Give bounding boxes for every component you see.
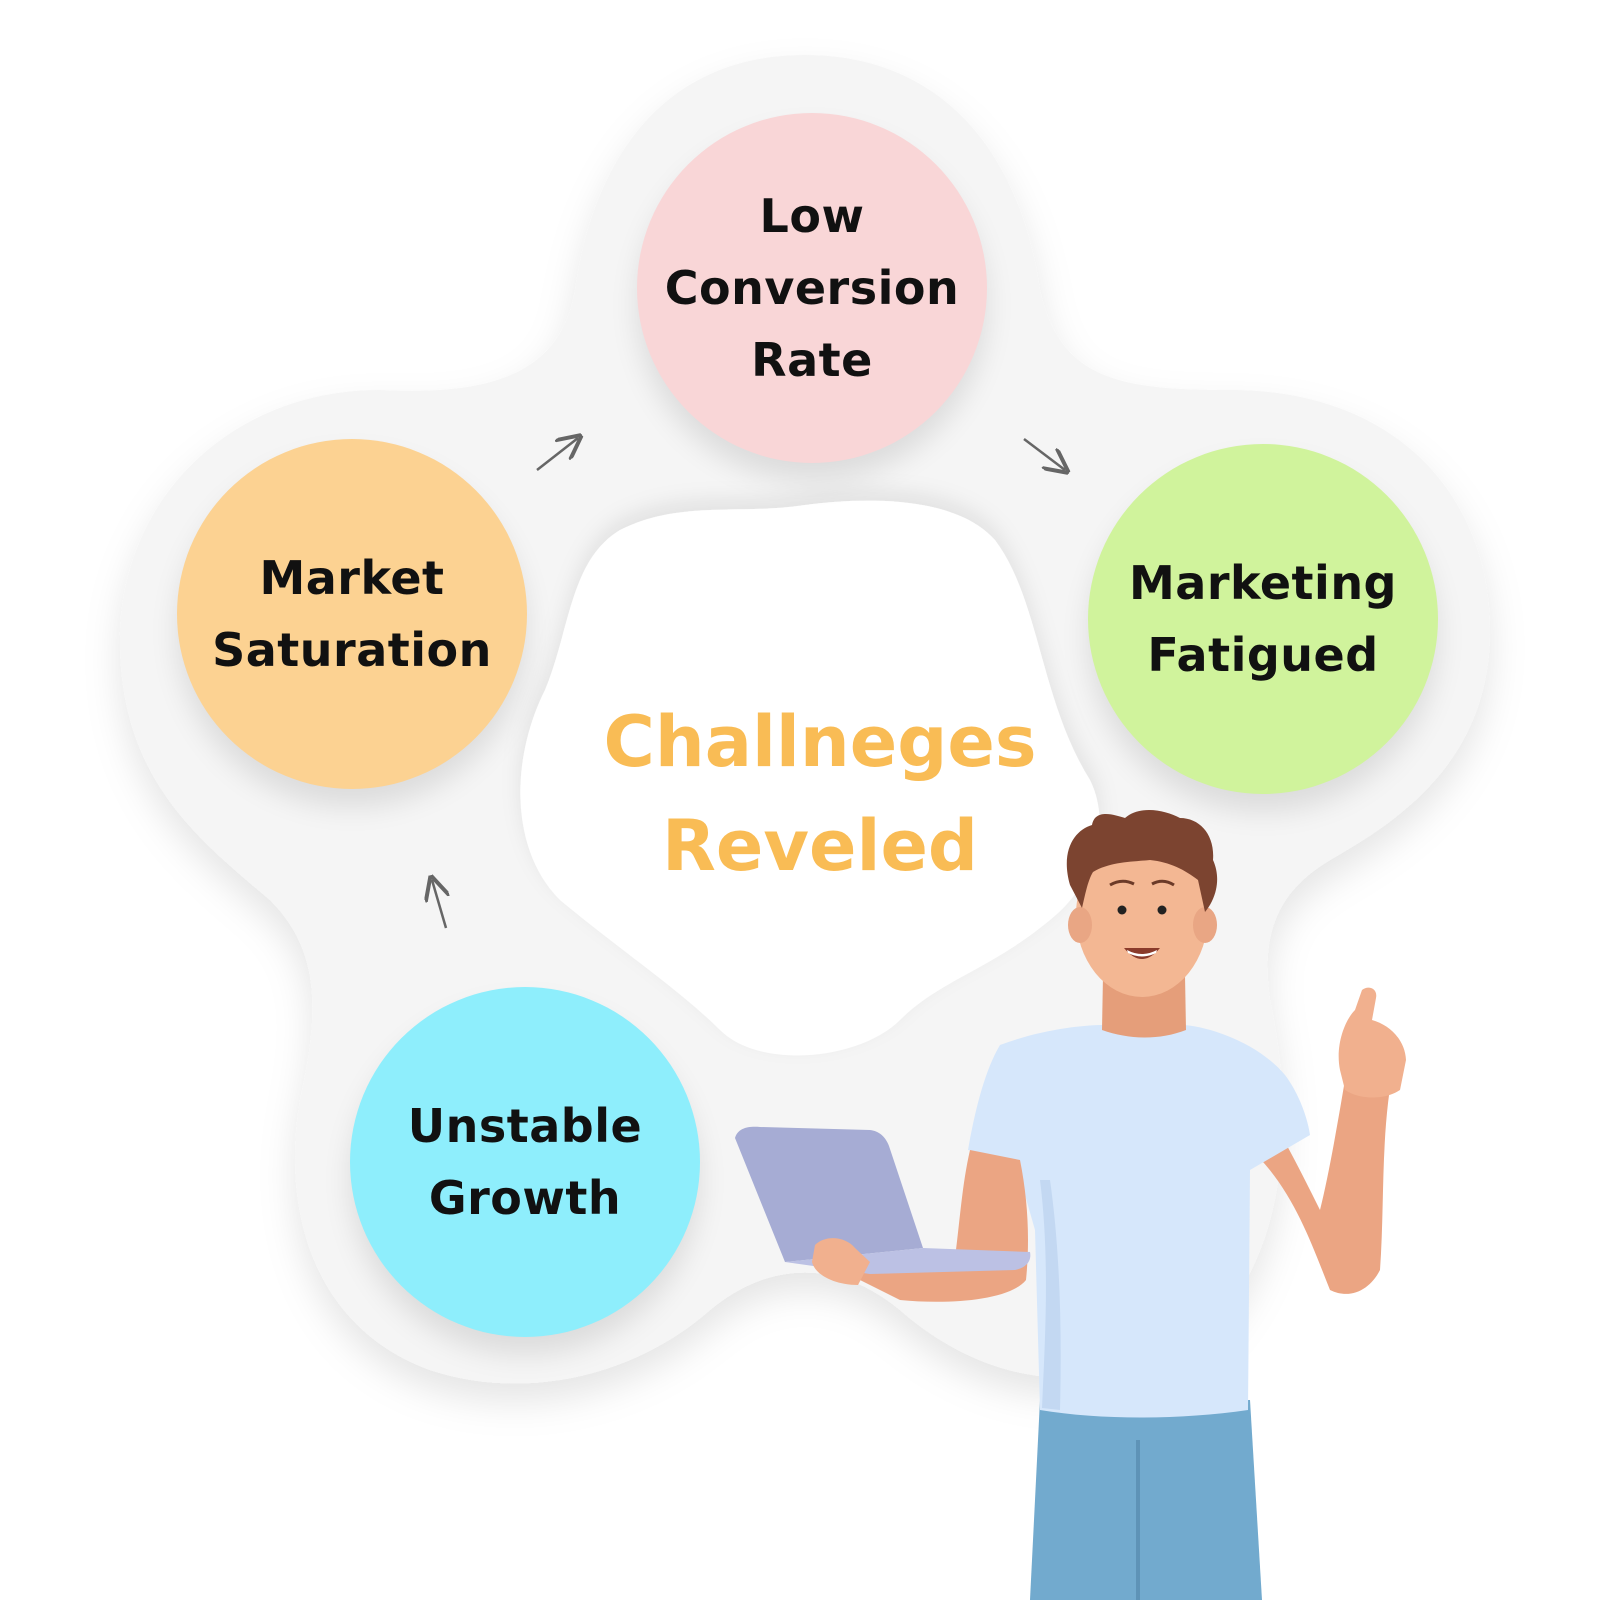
arrow-conversion-to-fatigued <box>1023 438 1065 470</box>
teeth <box>1127 950 1157 957</box>
right-ear <box>1193 907 1217 943</box>
raised-arm <box>1240 1050 1395 1294</box>
left-eyebrow <box>1109 879 1135 887</box>
diagram-title: Challneges Reveled <box>603 701 1037 887</box>
hair <box>1066 810 1218 912</box>
mouth <box>1124 948 1160 959</box>
node-marketing-fatigued-label: Marketing Fatigued <box>1129 556 1397 682</box>
node-marketing-fatigued: Marketing Fatigued <box>1088 444 1438 794</box>
node-low-conversion-rate-label: Low Conversion Rate <box>664 189 960 387</box>
left-ear <box>1068 907 1092 943</box>
node-low-conversion-rate: Low Conversion Rate <box>637 113 987 463</box>
t-shirt-shade <box>1040 1180 1061 1410</box>
holding-hand <box>812 1238 870 1285</box>
right-eye <box>1157 905 1167 915</box>
raised-hand <box>1338 987 1406 1098</box>
node-unstable-growth: Unstable Growth <box>350 987 700 1337</box>
ring-hole <box>520 500 1100 1056</box>
left-eye <box>1117 905 1127 915</box>
node-market-saturation: Market Saturation <box>177 439 527 789</box>
right-eyebrow <box>1151 879 1175 887</box>
laptop-lid <box>735 1126 923 1262</box>
arrow-saturation-to-conversion <box>536 438 578 471</box>
node-market-saturation-label: Market Saturation <box>212 551 492 677</box>
arrow-growth-to-saturation <box>432 880 446 929</box>
jeans <box>1030 1400 1262 1600</box>
head <box>1076 833 1208 997</box>
node-unstable-growth-label: Unstable Growth <box>407 1099 643 1225</box>
